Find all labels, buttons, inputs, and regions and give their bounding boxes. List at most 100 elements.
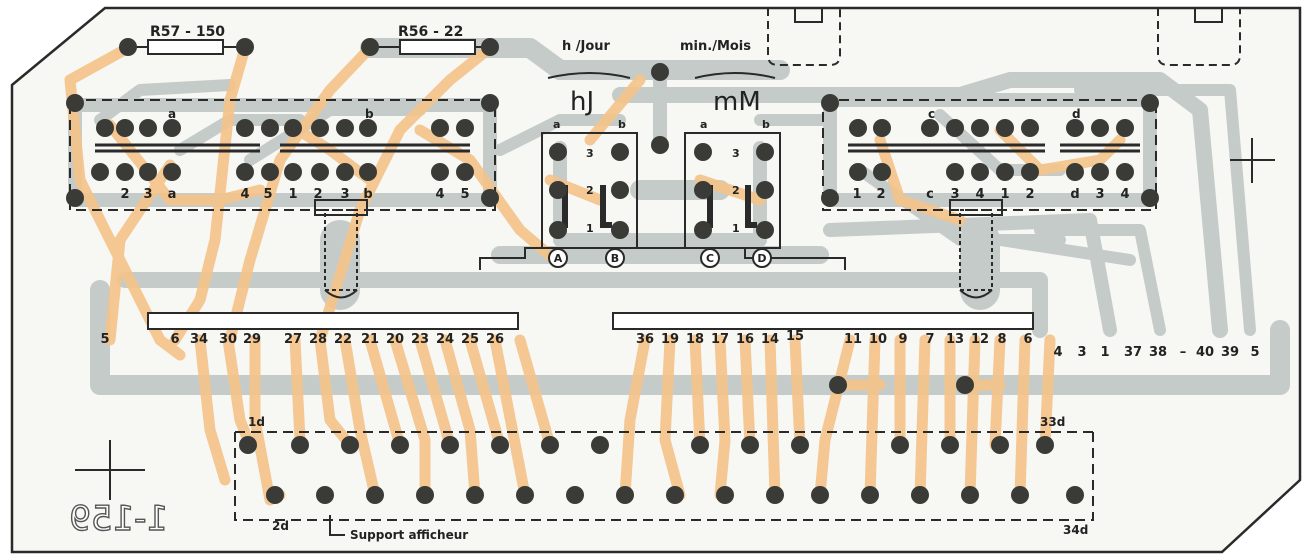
pin-number: 27 bbox=[284, 332, 302, 347]
relay-right-number: 3 bbox=[1095, 187, 1104, 202]
pad bbox=[611, 181, 629, 199]
pin-number: 3 bbox=[1077, 345, 1086, 360]
relay-left-number: 3 bbox=[340, 187, 349, 202]
circle-C: C bbox=[706, 252, 714, 265]
relay-left-number: 3 bbox=[143, 187, 152, 202]
pad bbox=[236, 163, 254, 181]
relay-right-number: d bbox=[1070, 187, 1079, 202]
pad bbox=[116, 119, 134, 137]
pin-number: 39 bbox=[1221, 345, 1239, 360]
connector-2d: 2d bbox=[272, 519, 289, 533]
pad bbox=[1141, 189, 1159, 207]
pad bbox=[971, 119, 989, 137]
pin-number: 25 bbox=[461, 332, 479, 347]
pin-number: 11 bbox=[844, 332, 862, 347]
pad bbox=[431, 163, 449, 181]
pad bbox=[811, 486, 829, 504]
pad bbox=[481, 38, 499, 56]
pad bbox=[849, 163, 867, 181]
pad bbox=[361, 38, 379, 56]
pad bbox=[991, 436, 1009, 454]
pad bbox=[66, 189, 84, 207]
pad bbox=[941, 436, 959, 454]
pad bbox=[946, 163, 964, 181]
pad bbox=[481, 189, 499, 207]
pad bbox=[873, 119, 891, 137]
pin-number: 24 bbox=[436, 332, 454, 347]
relay-right-number: 2 bbox=[1025, 187, 1034, 202]
relay-left-number: 1 bbox=[288, 187, 297, 202]
pad bbox=[956, 376, 974, 394]
pad bbox=[1011, 486, 1029, 504]
relay-right-number: 1 bbox=[852, 187, 861, 202]
pin-number: 8 bbox=[997, 332, 1006, 347]
pad bbox=[911, 486, 929, 504]
orange-tracks bbox=[64, 42, 1126, 506]
pad bbox=[456, 163, 474, 181]
r56-label: R56 - 22 bbox=[398, 24, 463, 40]
connector-34d: 34d bbox=[1063, 523, 1088, 537]
pad bbox=[239, 436, 257, 454]
relay-left-number: 5 bbox=[263, 187, 272, 202]
pin-number: 28 bbox=[309, 332, 327, 347]
pad bbox=[311, 119, 329, 137]
pad bbox=[541, 436, 559, 454]
pin-number: 20 bbox=[386, 332, 404, 347]
pad bbox=[96, 119, 114, 137]
pad bbox=[666, 486, 684, 504]
pad bbox=[651, 136, 669, 154]
pad bbox=[756, 143, 774, 161]
pad bbox=[1036, 436, 1054, 454]
pad bbox=[1116, 119, 1134, 137]
pos2-left: 2 bbox=[586, 184, 594, 197]
relay-right-number: 2 bbox=[876, 187, 885, 202]
relay-left-number: b bbox=[363, 187, 372, 202]
circle-A: A bbox=[554, 252, 563, 265]
pad bbox=[316, 486, 334, 504]
pad bbox=[139, 163, 157, 181]
relay-left-number: 4 bbox=[435, 187, 444, 202]
pad bbox=[873, 163, 891, 181]
pad bbox=[549, 143, 567, 161]
circle-D: D bbox=[757, 252, 766, 265]
pad bbox=[694, 181, 712, 199]
support-label: Support afficheur bbox=[350, 528, 468, 542]
pin-number: 9 bbox=[898, 332, 907, 347]
min-mois-label: min./Mois bbox=[680, 39, 751, 54]
pad bbox=[821, 94, 839, 112]
pin-number: 17 bbox=[711, 332, 729, 347]
pin-number: 23 bbox=[411, 332, 429, 347]
pin-number: 18 bbox=[686, 332, 704, 347]
relay-left-number: a bbox=[168, 187, 177, 202]
pad bbox=[291, 436, 309, 454]
relay-right-c: c bbox=[928, 107, 935, 121]
pad bbox=[651, 63, 669, 81]
r57-label: R57 - 150 bbox=[150, 24, 225, 40]
pad bbox=[694, 143, 712, 161]
pos2-right: 2 bbox=[732, 184, 740, 197]
relay-right-number: c bbox=[926, 187, 934, 202]
pin-number: 15 bbox=[786, 329, 804, 344]
pad bbox=[391, 436, 409, 454]
pad bbox=[611, 143, 629, 161]
relay-right-number: 1 bbox=[1000, 187, 1009, 202]
relay-right-number: 4 bbox=[1120, 187, 1129, 202]
pin-number: 16 bbox=[736, 332, 754, 347]
pad bbox=[1066, 163, 1084, 181]
pad bbox=[611, 221, 629, 239]
pad bbox=[716, 486, 734, 504]
pin-number: 30 bbox=[219, 332, 237, 347]
pad bbox=[756, 221, 774, 239]
circle-B: B bbox=[611, 252, 619, 265]
silkscreen bbox=[69, 8, 1275, 536]
relay-right-number: 4 bbox=[975, 187, 984, 202]
pad bbox=[741, 436, 759, 454]
relay-left-a: a bbox=[168, 107, 176, 121]
switch-a1: a bbox=[553, 118, 560, 131]
pos3-left: 3 bbox=[586, 147, 594, 160]
pin-number: 14 bbox=[761, 332, 779, 347]
pin-number: 22 bbox=[334, 332, 352, 347]
pin-number: 34 bbox=[190, 332, 208, 347]
